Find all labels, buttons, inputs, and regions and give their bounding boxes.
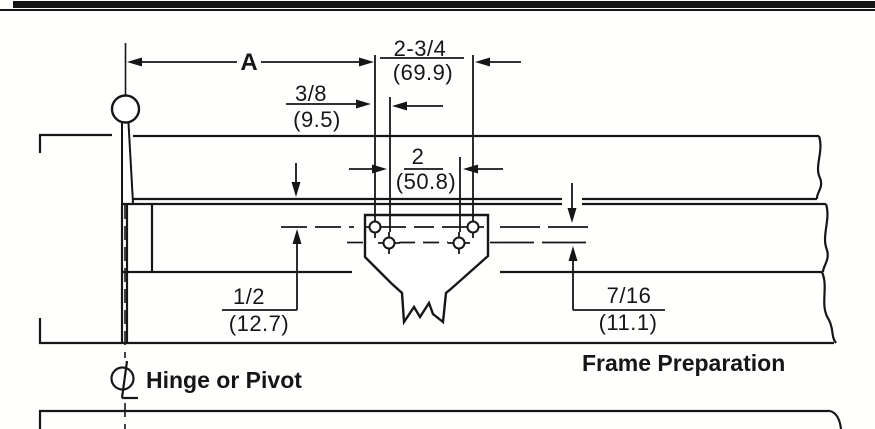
dim-inset-mm: (12.7) [228,311,290,336]
dim-inset-inches: 1/2 [232,284,266,309]
dim-overall-mm: (69.9) [392,60,454,85]
centerline-label: Hinge or Pivot [146,367,302,393]
dim-a-label: A [240,49,258,76]
extension-lines [374,55,474,232]
door-frame-section [38,133,837,345]
lower-drawing-edge [38,409,843,429]
hole-upper-right [462,216,484,238]
hole-lower-left [378,232,400,254]
hole-centerlines [281,226,588,244]
dim-spacing-inches: 2 [411,144,425,169]
hole-lower-right [448,232,470,254]
hinge-barrel [110,43,141,204]
hole-upper-left [364,216,386,238]
dim-offset-mm: (9.5) [293,107,341,132]
dim-overall-inches: 2-3/4 [393,36,447,61]
dim-row-offset-mm: (11.1) [598,310,658,335]
dimension-lines [127,57,665,311]
centerline-symbol [110,360,138,400]
drawing-caption: Frame Preparation [582,350,786,376]
dim-offset-inches: 3/8 [294,81,328,106]
top-rule [0,1,875,11]
bracket-holes [364,216,484,254]
dim-spacing-mm: (50.8) [395,169,457,194]
dim-row-offset-inches: 7/16 [606,283,652,308]
